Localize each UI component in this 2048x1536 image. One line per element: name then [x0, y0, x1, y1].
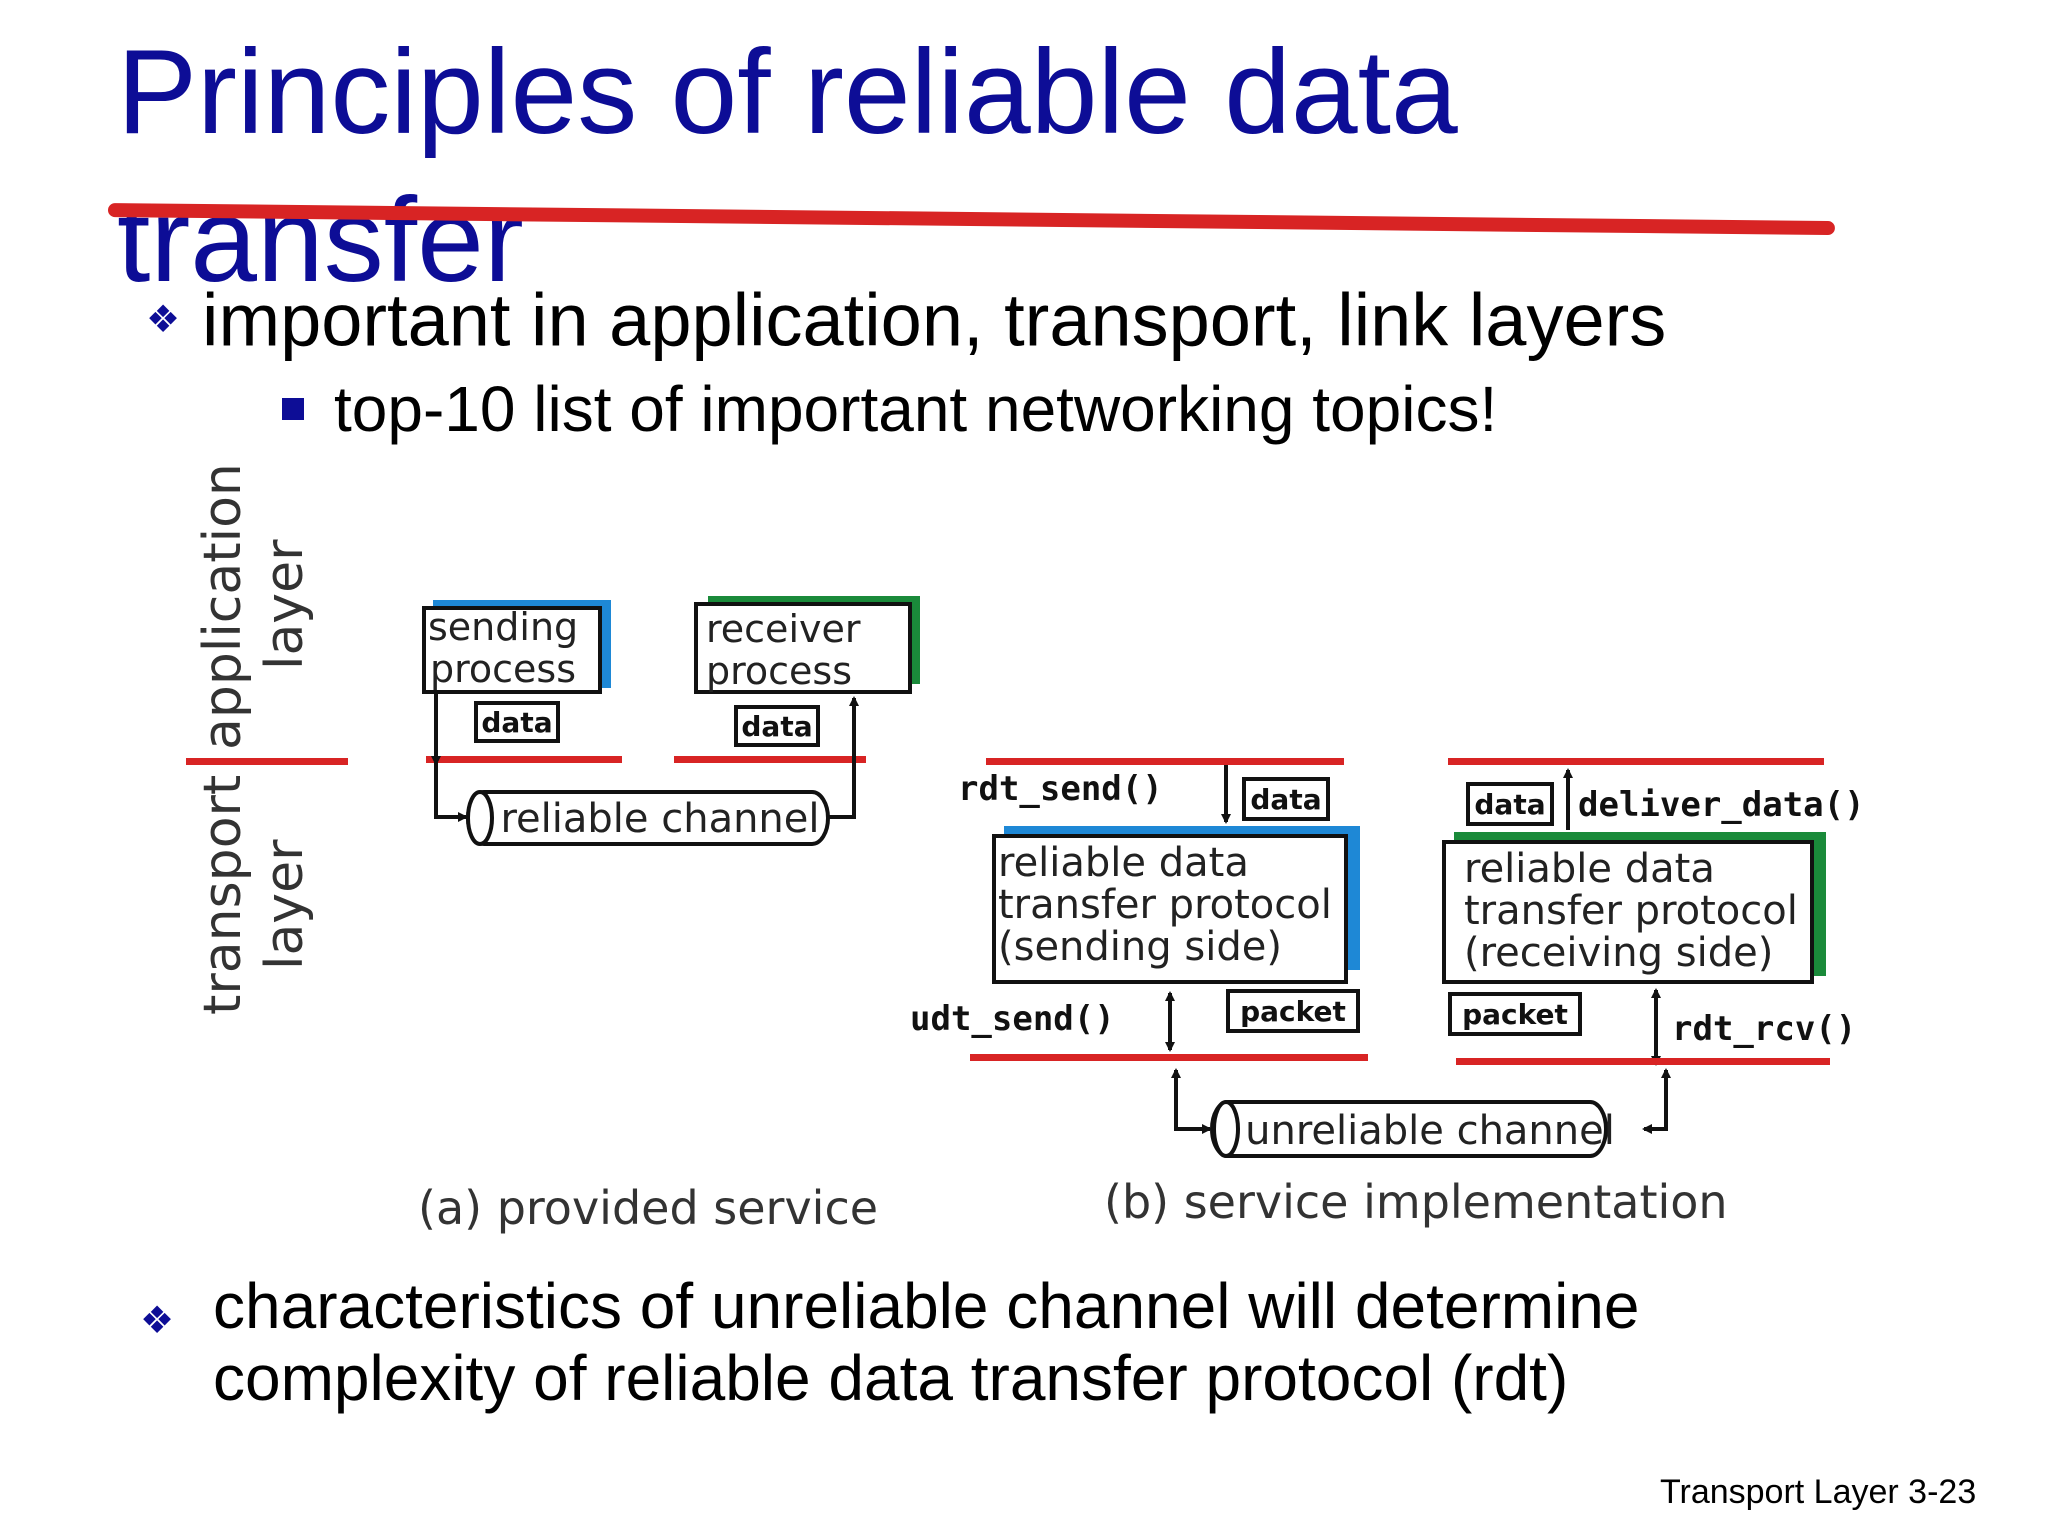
application-layer-label: layer — [255, 539, 315, 670]
receiver-process-text-2: process — [706, 649, 852, 693]
receiver-box-text-3: (receiving side) — [1464, 930, 1773, 976]
b-packet-box-left — [1226, 989, 1360, 1033]
data-label-recv: data — [741, 710, 812, 743]
b-packet-box-right — [1448, 992, 1582, 1036]
receiver-box-text-2: transfer protocol — [1464, 888, 1798, 934]
b-data-label-right: data — [1474, 788, 1545, 821]
sending-process-text-2: process — [430, 647, 576, 691]
transport-label: transport — [193, 775, 253, 1015]
unreliable-left-arrow — [1174, 1080, 1212, 1134]
udt-send-label: udt_send() — [910, 999, 1115, 1039]
a-recv-arrow-up — [826, 696, 859, 819]
b-red-line-top-left — [986, 758, 1344, 765]
transport-layer-label: layer — [255, 839, 315, 970]
rdt-rcv-label: rdt_rcv() — [1672, 1009, 1856, 1049]
bullet-item-1: ❖ important in application, transport, li… — [146, 270, 1666, 365]
layer-labels: application layer transport layer — [186, 463, 348, 1015]
a-red-line-right — [674, 756, 866, 763]
b-red-line-top-right — [1448, 758, 1824, 765]
receiver-process-text-1: receiver — [706, 607, 861, 651]
sender-rdt-box — [992, 834, 1348, 984]
data-label-send: data — [481, 706, 552, 739]
unreliable-channel-label: unreliable channel — [1245, 1108, 1615, 1154]
application-label: application — [193, 463, 253, 750]
slide-footer: Transport Layer 3-23 — [1660, 1473, 1977, 1511]
bullet-text-1: important in application, transport, lin… — [202, 278, 1667, 362]
b-packet-label-right: packet — [1462, 998, 1568, 1031]
a-send-arrow-into-channel — [434, 764, 468, 822]
layer-divider-line — [186, 758, 348, 765]
receiver-process-box — [694, 602, 912, 694]
reliable-channel-pipe-end — [466, 790, 494, 846]
unreliable-right-arrow — [1642, 1080, 1668, 1134]
bullet-text-3: characteristics of unreliable channel wi… — [213, 1270, 1640, 1414]
sender-box-text-3: (sending side) — [998, 924, 1282, 970]
data-box-send — [474, 701, 560, 743]
caption-a: (a) provided service — [418, 1181, 878, 1235]
panel-b-sender: rdt_send() data reliable data transfer p… — [910, 758, 1368, 1061]
sender-box-text-2: transfer protocol — [998, 882, 1332, 928]
unreliable-channel-pipe-end — [1212, 1100, 1240, 1158]
deliver-data-label: deliver_data() — [1578, 785, 1865, 825]
b-packet-label-left: packet — [1240, 995, 1346, 1028]
receiver-box-text-1: reliable data — [1464, 846, 1715, 892]
slide-title: Principles of reliable data transfer — [117, 25, 1458, 307]
panel-a: sending process receiver process data da… — [418, 596, 920, 1235]
reliable-channel-label: reliable channel — [500, 796, 819, 842]
b-data-box-right — [1466, 782, 1554, 826]
b-data-box-left — [1242, 777, 1330, 821]
rdt-send-label: rdt_send() — [958, 769, 1163, 809]
unreliable-channel: unreliable channel — [1171, 1068, 1671, 1158]
diamond-bullet-icon-2: ❖ — [140, 1300, 175, 1342]
sender-box-text-1: reliable data — [998, 840, 1249, 886]
diamond-bullet-icon: ❖ — [146, 299, 181, 342]
b-red-line-bottom-left — [970, 1054, 1368, 1061]
b-data-label-left: data — [1250, 783, 1321, 816]
sending-process-box — [422, 606, 602, 694]
data-box-recv — [734, 705, 820, 747]
a-red-line-left — [426, 756, 622, 763]
sending-process-text-1: sending — [428, 605, 578, 649]
square-bullet-icon — [282, 398, 304, 421]
sub-bullet-text-1: top-10 list of important networking topi… — [334, 373, 1498, 446]
sub-bullet-item-1: top-10 list of important networking topi… — [282, 364, 1497, 449]
panel-b-receiver: data deliver_data() reliable data transf… — [1442, 758, 1865, 1066]
receiver-rdt-box — [1442, 840, 1814, 984]
caption-b: (b) service implementation — [1104, 1175, 1728, 1229]
b-red-line-bottom-right — [1456, 1058, 1830, 1065]
